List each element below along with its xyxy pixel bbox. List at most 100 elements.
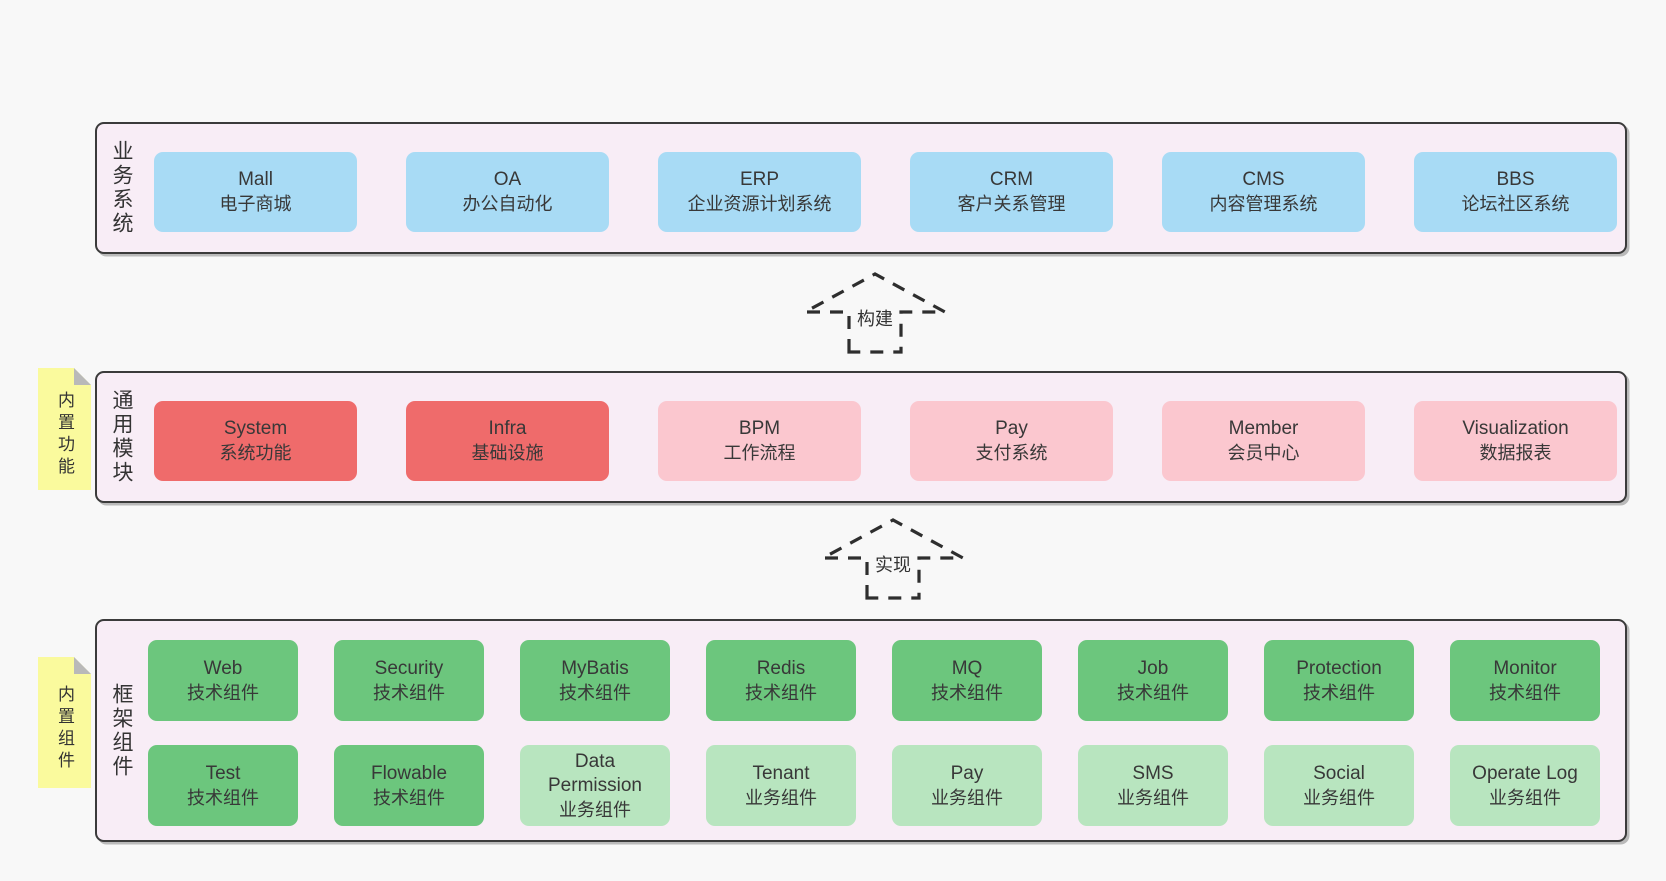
box-title: SMS [1132,762,1174,784]
box-subtitle: 技术组件 [187,682,259,703]
box-subtitle: 业务组件 [559,799,631,820]
box-flowable: Flowable 技术组件 [334,745,484,826]
box-title: Visualization [1462,418,1569,439]
box-subtitle: 系统功能 [219,443,292,463]
box-subtitle: 技术组件 [187,787,259,808]
box-subtitle: 业务组件 [1303,787,1375,808]
box-title: Social [1313,762,1365,784]
box-tenant: Tenant 业务组件 [706,745,856,826]
box-mybatis: MyBatis 技术组件 [520,640,670,721]
box-subtitle: 技术组件 [373,787,445,808]
implement-arrow-icon: 实现 [808,512,978,602]
box-mq: MQ 技术组件 [892,640,1042,721]
section-business-label: 业务系统 [110,140,133,236]
box-oa: OA 办公自动化 [406,152,609,232]
build-arrow-icon: 构建 [790,266,960,356]
box-title: Infra [488,418,527,439]
section-modules-label: 通用模块 [110,389,133,485]
box-subtitle: 业务组件 [1489,787,1561,808]
box-title: Tenant [752,762,810,784]
box-title: Member [1228,418,1299,439]
box-subtitle: 客户关系管理 [957,194,1066,214]
box-crm: CRM 客户关系管理 [910,152,1113,232]
box-subtitle: 论坛社区系统 [1461,194,1570,214]
box-subtitle: 技术组件 [1489,682,1561,703]
box-subtitle: 电子商城 [219,194,292,214]
box-subtitle: 技术组件 [1117,682,1189,703]
box-subtitle: 技术组件 [931,682,1003,703]
modules-box-row: System 系统功能 Infra 基础设施 BPM 工作流程 Pay 支付系统… [154,401,1617,481]
box-web: Web 技术组件 [148,640,298,721]
box-title: BBS [1496,169,1535,190]
box-title: Test [205,762,241,784]
sticky-tag-builtin-features: 内置功能 [38,368,91,490]
box-title: Operate Log [1472,762,1578,784]
box-title: Protection [1296,657,1382,679]
box-title: MyBatis [561,657,629,679]
box-visualization: Visualization 数据报表 [1414,401,1617,481]
box-title: Web [203,657,243,679]
box-title: Job [1137,657,1169,679]
box-subtitle: 工作流程 [723,443,796,463]
build-arrow-label: 构建 [854,308,896,330]
box-subtitle: 内容管理系统 [1209,194,1318,214]
box-title: Pay [995,418,1028,439]
box-title: Security [374,657,444,679]
box-protection: Protection 技术组件 [1264,640,1414,721]
box-subtitle: 业务组件 [931,787,1003,808]
box-subtitle: 会员中心 [1227,443,1300,463]
box-title: Monitor [1493,657,1557,679]
box-pay-module: Pay 支付系统 [910,401,1113,481]
box-title: Pay [950,762,984,784]
section-framework-components: 框架组件 Web 技术组件 Security 技术组件 MyBatis 技术组件… [95,619,1627,842]
box-infra: Infra 基础设施 [406,401,609,481]
box-title: Data Permission [548,750,642,796]
box-subtitle: 支付系统 [975,443,1048,463]
implement-arrow-label: 实现 [872,554,914,576]
box-title: BPM [738,418,781,439]
box-security: Security 技术组件 [334,640,484,721]
box-subtitle: 技术组件 [373,682,445,703]
box-title: OA [493,169,522,190]
sticky-tag-label: 内置组件 [55,684,74,773]
box-subtitle: 业务组件 [745,787,817,808]
box-erp: ERP 企业资源计划系统 [658,152,861,232]
box-subtitle: 技术组件 [745,682,817,703]
box-sms: SMS 业务组件 [1078,745,1228,826]
box-job: Job 技术组件 [1078,640,1228,721]
box-bpm: BPM 工作流程 [658,401,861,481]
section-business-systems: 业务系统 Mall 电子商城 OA 办公自动化 ERP 企业资源计划系统 CRM… [95,122,1627,254]
framework-box-row-1: Web 技术组件 Security 技术组件 MyBatis 技术组件 Redi… [148,640,1600,721]
box-title: Mall [238,169,273,190]
framework-box-row-2: Test 技术组件 Flowable 技术组件 Data Permission … [148,745,1600,826]
box-title: System [223,418,288,439]
sticky-tag-label: 内置功能 [55,391,74,479]
box-mall: Mall 电子商城 [154,152,357,232]
box-system: System 系统功能 [154,401,357,481]
dashed-up-arrow-shape [822,518,964,600]
section-framework-label: 框架组件 [110,682,133,779]
box-subtitle: 基础设施 [471,443,544,463]
box-operate-log: Operate Log 业务组件 [1450,745,1600,826]
box-social: Social 业务组件 [1264,745,1414,826]
box-subtitle: 数据报表 [1479,443,1552,463]
box-title: Redis [756,657,806,679]
section-common-modules: 通用模块 System 系统功能 Infra 基础设施 BPM 工作流程 Pay… [95,371,1627,503]
box-cms: CMS 内容管理系统 [1162,152,1365,232]
box-title: MQ [951,657,983,679]
box-pay-component: Pay 业务组件 [892,745,1042,826]
sticky-tag-builtin-components: 内置组件 [38,657,91,788]
box-subtitle: 技术组件 [559,682,631,703]
box-member: Member 会员中心 [1162,401,1365,481]
box-subtitle: 业务组件 [1117,787,1189,808]
business-box-row: Mall 电子商城 OA 办公自动化 ERP 企业资源计划系统 CRM 客户关系… [154,152,1617,232]
box-monitor: Monitor 技术组件 [1450,640,1600,721]
box-bbs: BBS 论坛社区系统 [1414,152,1617,232]
box-title: Flowable [370,762,448,784]
box-test: Test 技术组件 [148,745,298,826]
box-data-permission: Data Permission 业务组件 [520,745,670,826]
box-subtitle: 办公自动化 [462,194,553,214]
box-subtitle: 技术组件 [1303,682,1375,703]
box-title: CMS [1242,169,1285,190]
